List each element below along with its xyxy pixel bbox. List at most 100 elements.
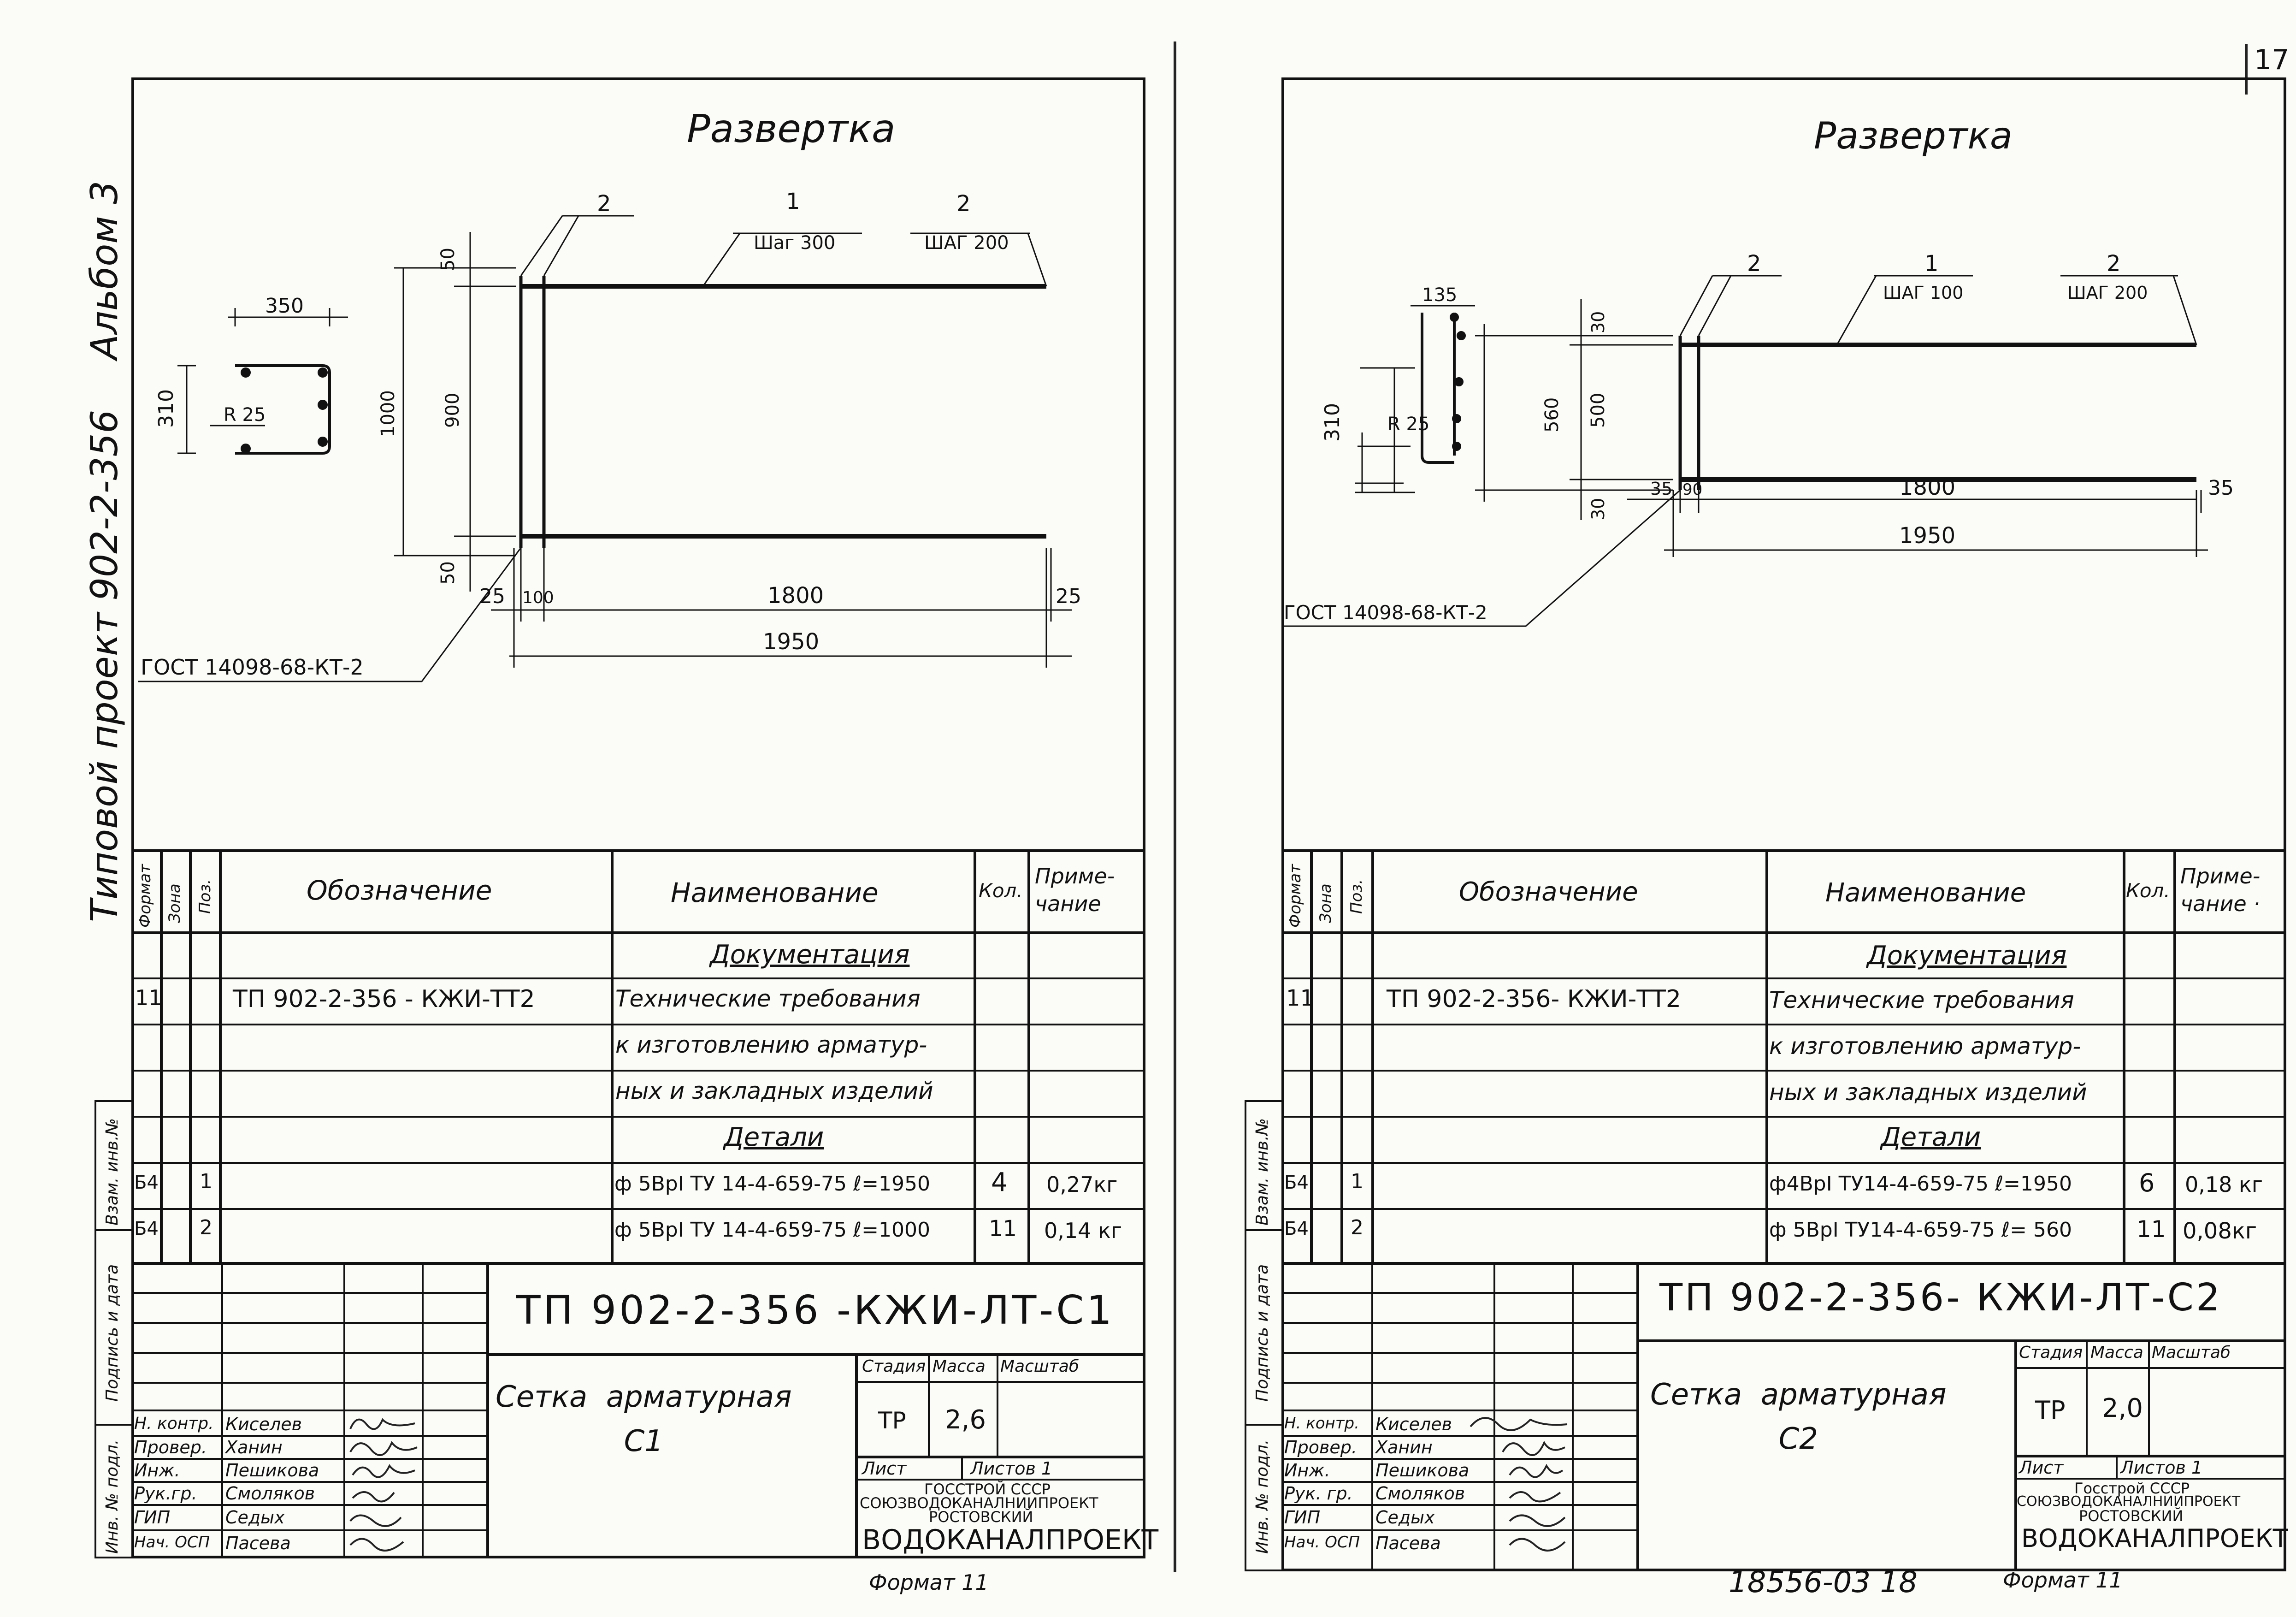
stage-label: Стадия: [862, 1357, 926, 1376]
r2-row6-qty: 11: [2137, 1216, 2166, 1243]
callout-left: 2: [597, 191, 611, 217]
r2-name-3: Смоляков: [1375, 1483, 1465, 1504]
album-label: Альбом 3: [83, 181, 126, 360]
r2-row5-qty: 6: [2139, 1168, 2155, 1197]
callout2-right-step: ШАГ 200: [2067, 283, 2148, 303]
name-2: Пешикова: [225, 1460, 319, 1481]
mass-value: 2,6: [945, 1405, 986, 1435]
r2-row6-format: Б4: [1284, 1218, 1309, 1239]
mesh-dims: [138, 215, 1072, 682]
r2-role-3: Рук. гр.: [1284, 1483, 1353, 1504]
r2-row5-pos: 1: [1351, 1170, 1363, 1193]
top-corner-mark: [2245, 44, 2248, 95]
org-line-3: РОСТОВСКИЙ: [929, 1508, 1033, 1526]
r2-row6-note: 0,08кг: [2183, 1218, 2257, 1244]
row5-name: ф 5ВрI ТУ 14-4-659-75 ℓ=1950: [614, 1172, 930, 1196]
dim-inner-h: 1800: [767, 583, 824, 609]
hdr2-designation: Обозначение: [1459, 877, 1638, 907]
bend2-width: 135: [1422, 284, 1457, 306]
sheet-1-format: Формат 11: [869, 1570, 989, 1595]
hdr2-zone: Зона: [1316, 883, 1335, 923]
mass-label: Масса: [933, 1357, 986, 1376]
name-1: Ханин: [225, 1437, 283, 1457]
mesh-2: [1678, 336, 2196, 490]
r2-row1-format: 11: [1286, 985, 1315, 1011]
name-3: Смоляков: [225, 1483, 315, 1504]
callout-middle-step: Шаг 300: [754, 232, 835, 254]
r2-row5-note: 0,18 кг: [2185, 1172, 2263, 1197]
sheet-1-title: Развертка: [687, 106, 896, 151]
callout2-middle: 1: [1924, 251, 1939, 277]
dim-left: 25: [479, 585, 505, 608]
org2-line-2: СОЮЗВОДОКАНАЛНИИПРОЕКТ: [2017, 1493, 2241, 1510]
hdr2-format: Формат: [1286, 864, 1304, 928]
r2-row1-designation: ТП 902-2-356- КЖИ-ТТ2: [1387, 985, 1682, 1013]
name-4: Седых: [225, 1507, 285, 1528]
r2-role-0: Н. контр.: [1284, 1414, 1359, 1433]
sheet-1-spec: Формат Зона Поз. Обозначение Наименовани…: [131, 849, 1145, 1265]
row2-details-heading: Детали: [1881, 1122, 1981, 1152]
r2-role-5: Нач. ОСП: [1284, 1533, 1360, 1552]
hdr2-name: Наименование: [1825, 878, 2026, 908]
sheet-2-side-stamp: Взам. инв.№ Подпись и дата Инв. № подл.: [1245, 1100, 1283, 1571]
sheet-divider: [1174, 41, 1176, 1572]
row6-name: ф 5ВрI ТУ 14-4-659-75 ℓ=1000: [614, 1218, 930, 1242]
stage2-value: ТР: [2035, 1396, 2066, 1425]
sheets2-count: Листов 1: [2120, 1457, 2203, 1478]
r2-row3-name: ных и закладных изделий: [1769, 1079, 2087, 1106]
dim2-overall: 1950: [1899, 523, 1955, 549]
org2-line-4: ВОДОКАНАЛПРОЕКТ: [2021, 1524, 2288, 1553]
bend-detail-2: [1421, 313, 1466, 464]
sheet-1-side-stamp: Взам. инв.№ Подпись и дата Инв. № подл.: [94, 1100, 133, 1558]
hdr-name: Наименование: [671, 877, 879, 908]
stamp-vzam: Взам. инв.№: [103, 1118, 122, 1226]
sheet-2-frame: [1281, 77, 2286, 1571]
dim-bottom: 50: [437, 561, 459, 585]
r2-role-2: Инж.: [1284, 1460, 1330, 1481]
r2-row1-name: Технические требования: [1769, 987, 2074, 1013]
role-0: Н. контр.: [134, 1414, 214, 1433]
dim2-inner-v: 500: [1588, 393, 1609, 428]
row1-format: 11: [135, 985, 162, 1010]
gost-label: ГОСТ 14098-68-КТ-2: [141, 655, 364, 680]
dim-overall: 1950: [763, 629, 819, 655]
callout-right-step: ШАГ 200: [924, 232, 1009, 254]
row-docs-heading: Документация: [710, 940, 910, 970]
hdr-zone: Зона: [165, 883, 184, 923]
doc-name: Сетка арматурная С1: [496, 1380, 792, 1458]
stamp-inv: Инв. № подл.: [103, 1439, 122, 1554]
sheet-2-spec: Формат Зона Поз. Обозначение Наименовани…: [1281, 849, 2286, 1265]
gost2-label: ГОСТ 14098-68-КТ-2: [1284, 601, 1487, 624]
doc2-name: Сетка арматурная С2: [1650, 1378, 1947, 1456]
org-line-4: ВОДОКАНАЛПРОЕКТ: [862, 1524, 1159, 1556]
bend2-radius: R 25: [1387, 414, 1429, 435]
sheet-2-title: Развертка: [1814, 114, 2013, 157]
stamp-sign-2: Подпись и дата: [1253, 1264, 1272, 1402]
row6-format: Б4: [134, 1218, 159, 1239]
sheet-1-title-block: ТП 902-2-356 -КЖИ-ЛТ-С1 Сетка арматурная…: [131, 1262, 1158, 1558]
dim-outer-v: 1000: [378, 390, 399, 437]
callout-right: 2: [956, 191, 971, 217]
callout-middle: 1: [786, 189, 800, 214]
row6-qty: 11: [989, 1216, 1017, 1242]
role-3: Рук.гр.: [134, 1483, 197, 1504]
dim2-right: 35: [2208, 476, 2234, 500]
scale-label: Масштаб: [1000, 1357, 1080, 1376]
r2-name-1: Ханин: [1375, 1437, 1433, 1457]
hdr-designation: Обозначение: [307, 875, 492, 906]
bend-height: 310: [154, 389, 178, 428]
row3-name: ных и закладных изделий: [615, 1078, 933, 1104]
signatures-2: [1470, 1417, 1568, 1552]
dim2-bottom: 30: [1588, 498, 1608, 520]
dim-left-inner: 100: [522, 588, 554, 607]
hdr-pos: Поз.: [196, 879, 214, 914]
org-line-1: ГОССТРОЙ СССР: [924, 1481, 1051, 1498]
bend-dims: [177, 308, 348, 454]
bend-radius: R 25: [224, 404, 266, 426]
bend2-height: 310: [1321, 403, 1344, 442]
r2-name-5: Пасева: [1375, 1533, 1441, 1553]
role-4: ГИП: [134, 1507, 171, 1528]
sheet2-label: Лист: [2019, 1457, 2064, 1478]
sheet-2-format: Формат 11: [2003, 1568, 2123, 1593]
scale2-label: Масштаб: [2152, 1343, 2231, 1362]
